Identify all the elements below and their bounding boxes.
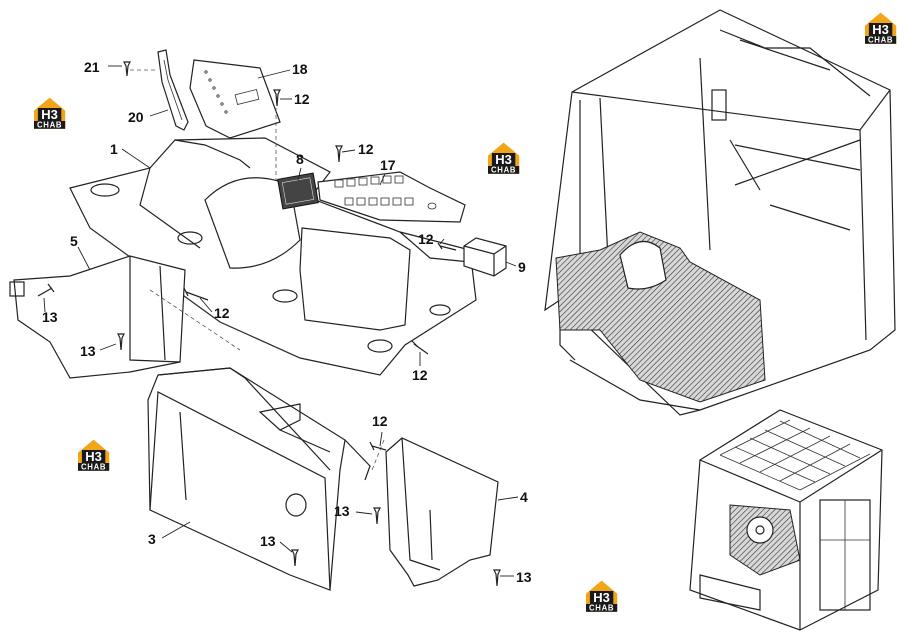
callout-13: 13: [80, 343, 96, 359]
part-8-label: [277, 172, 319, 210]
part-17-panel: [317, 171, 466, 223]
callout-18: 18: [292, 61, 308, 77]
part-20-bracket: [157, 49, 189, 131]
callout-12: 12: [214, 305, 230, 321]
callout-12: 12: [418, 231, 434, 247]
callout-13: 13: [260, 533, 276, 549]
callout-8: 8: [296, 151, 304, 167]
callout-13: 13: [42, 309, 58, 325]
screw-13: [493, 569, 501, 587]
svg-text:CHAB: CHAB: [868, 36, 893, 45]
callout-12: 12: [412, 367, 428, 383]
part-9-block: [463, 237, 507, 277]
screw-12: [369, 441, 387, 451]
screw-12: [411, 340, 429, 355]
logo-word: CHAB: [37, 121, 62, 130]
callout-labels: 21 18 12 20 1 8 12 17 12 9 5 12 13 13 12…: [42, 59, 532, 585]
brand-logo: CHAB: [586, 580, 618, 613]
part-5-side-cover: [9, 255, 186, 379]
screw-12: [273, 89, 281, 107]
leader-lines: [43, 65, 519, 577]
callout-12: 12: [372, 413, 388, 429]
part-18-panel: [189, 59, 281, 139]
callout-4: 4: [520, 489, 528, 505]
callout-13: 13: [516, 569, 532, 585]
screw-13: [37, 283, 55, 297]
part-1-console: [69, 137, 477, 376]
assembly-lines: [130, 69, 385, 471]
cab-console-shaded: [555, 231, 766, 403]
screw-12: [437, 242, 457, 251]
callout-12: 12: [358, 141, 374, 157]
callout-17: 17: [380, 157, 396, 173]
callout-21: 21: [84, 59, 100, 75]
svg-text:CHAB: CHAB: [589, 604, 614, 613]
brand-logo: CHAB: [34, 97, 66, 130]
screw-21: [123, 61, 131, 77]
callout-20: 20: [128, 109, 144, 125]
part-3-lower-box: [147, 367, 371, 591]
screw-12: [335, 145, 343, 163]
brand-logo: CHAB: [865, 12, 897, 45]
brand-logo: CHAB: [78, 439, 110, 472]
callout-13: 13: [334, 503, 350, 519]
callout-3: 3: [148, 531, 156, 547]
callout-12: 12: [294, 91, 310, 107]
svg-text:CHAB: CHAB: [81, 463, 106, 472]
callout-9: 9: [518, 259, 526, 275]
part-4-side-piece: [385, 437, 499, 587]
svg-text:CHAB: CHAB: [491, 166, 516, 175]
screw-12: [183, 287, 209, 301]
callout-1: 1: [110, 141, 118, 157]
screw-13: [291, 549, 299, 567]
screw-13: [117, 333, 125, 351]
screw-13: [373, 507, 381, 525]
brand-logo: CHAB: [488, 142, 520, 175]
callout-5: 5: [70, 233, 78, 249]
complete-cab: [689, 409, 883, 631]
